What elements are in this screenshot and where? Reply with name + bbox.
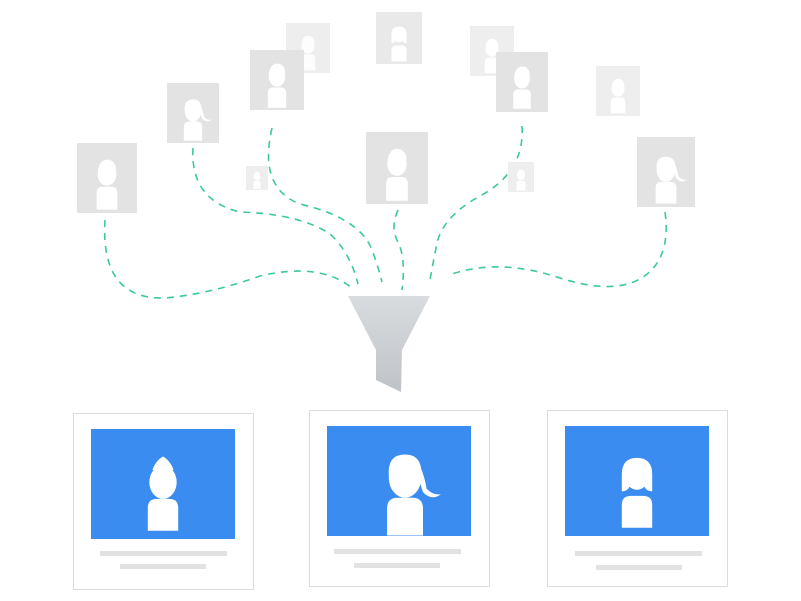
profile-placeholder [167, 83, 219, 143]
output-card [73, 413, 254, 590]
profile-placeholder [366, 132, 428, 204]
profile-placeholder [637, 137, 695, 207]
card-text-line [575, 551, 702, 556]
output-card [547, 410, 728, 587]
profile-placeholder [250, 50, 304, 110]
connector-line [451, 211, 667, 288]
connector-line [429, 125, 523, 281]
profile-placeholder [376, 12, 422, 64]
profile-placeholder [246, 166, 268, 190]
card-text-line [354, 563, 440, 568]
output-card [309, 410, 490, 587]
connector-line [393, 209, 405, 291]
profile-placeholder [508, 162, 534, 192]
card-text-line [596, 565, 682, 570]
card-text-line [120, 564, 206, 569]
connector-line [103, 219, 353, 299]
filter-funnel-icon [348, 296, 430, 392]
card-text-line [100, 551, 227, 556]
card-text-line [334, 549, 461, 554]
connector-line [192, 147, 359, 285]
connector-line [267, 127, 383, 283]
input-profiles [77, 12, 695, 213]
profile-placeholder [77, 143, 137, 213]
profile-placeholder [596, 66, 640, 116]
profile-placeholder [496, 52, 548, 112]
connector-lines [103, 125, 667, 299]
